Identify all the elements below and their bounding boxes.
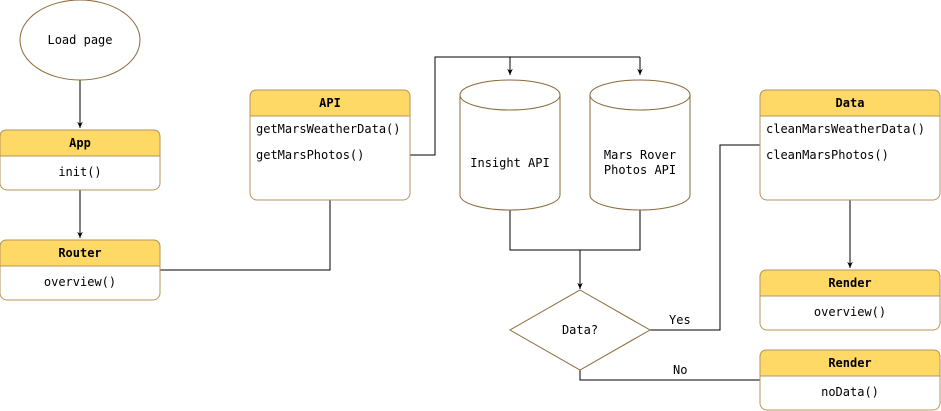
edge-router-to-api	[160, 200, 331, 271]
edge-api-bus	[410, 56, 640, 156]
render-nodata-title: Render	[828, 356, 871, 370]
node-data[interactable]: Data cleanMarsWeatherData() cleanMarsPho…	[759, 89, 941, 201]
edge-label-yes: Yes	[669, 313, 691, 327]
render-overview-method: overview()	[814, 305, 886, 319]
data-header	[759, 89, 941, 117]
router-method: overview()	[44, 275, 116, 289]
node-app[interactable]: App init()	[0, 129, 161, 191]
mars-rover-cylinder-top	[589, 79, 691, 111]
node-api[interactable]: API getMarsWeatherData() getMarsPhotos()	[249, 89, 411, 201]
node-render-overview[interactable]: Render overview()	[759, 269, 941, 331]
api-title: API	[319, 96, 341, 110]
node-router[interactable]: Router overview()	[0, 239, 161, 301]
app-title: App	[69, 136, 91, 150]
decision-label: Data?	[562, 323, 598, 337]
terminator-shape	[19, 0, 141, 81]
data-method-photos: cleanMarsPhotos()	[766, 148, 889, 162]
render-overview-header	[759, 269, 941, 297]
node-insight-api[interactable]: Insight API	[459, 79, 561, 211]
render-nodata-header	[759, 349, 941, 377]
app-method: init()	[58, 165, 101, 179]
node-load-page[interactable]: Load page	[19, 0, 141, 81]
mars-rover-label-line2: Photos API	[604, 163, 676, 177]
api-method-weather: getMarsWeatherData()	[256, 122, 401, 136]
insight-api-label: Insight API	[470, 156, 549, 170]
edge-decision-no-to-render	[579, 370, 760, 381]
edge-apis-merge	[509, 210, 641, 251]
node-render-nodata[interactable]: Render noData()	[759, 349, 941, 411]
edges	[77, 56, 853, 381]
edge-decision-yes-to-data	[650, 144, 760, 331]
router-title: Router	[58, 246, 101, 260]
render-nodata-method: noData()	[821, 385, 879, 399]
api-header	[249, 89, 411, 117]
mars-rover-cylinder-body	[589, 95, 691, 211]
node-data-decision[interactable]: Data?	[508, 289, 652, 371]
data-method-weather: cleanMarsWeatherData()	[766, 122, 925, 136]
insight-cylinder-top	[459, 79, 561, 111]
router-header	[0, 239, 161, 267]
data-title: Data	[836, 96, 865, 110]
decision-diamond	[508, 289, 652, 371]
app-header	[0, 129, 161, 157]
node-mars-rover-api[interactable]: Mars Rover Photos API	[589, 79, 691, 211]
load-page-label: Load page	[47, 33, 112, 47]
api-method-photos: getMarsPhotos()	[256, 148, 364, 162]
insight-cylinder-body	[459, 95, 561, 211]
edge-label-no: No	[673, 363, 687, 377]
mars-rover-label-line1: Mars Rover	[604, 148, 676, 162]
render-overview-title: Render	[828, 276, 871, 290]
